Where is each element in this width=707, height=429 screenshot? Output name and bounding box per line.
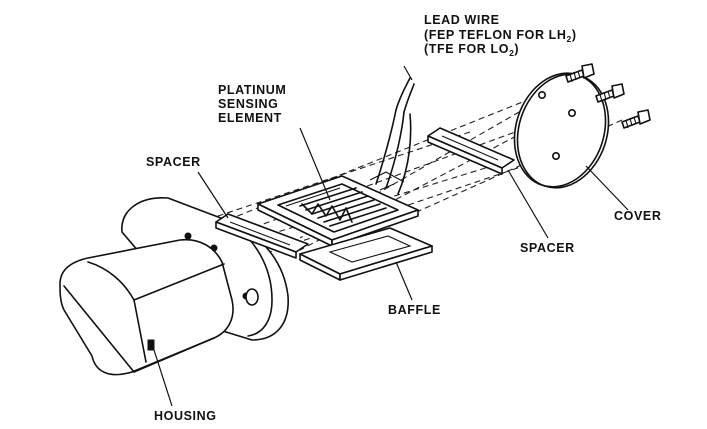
right-spacer-part xyxy=(427,127,515,175)
screw-top xyxy=(565,63,595,83)
lead-wire-note-lo2: (TFE FOR LO2) xyxy=(424,42,519,58)
platinum-label-line3: ELEMENT xyxy=(218,111,282,125)
spacer-right-label: SPACER xyxy=(520,241,575,255)
screw-middle xyxy=(595,83,625,103)
labels: LEAD WIRE (FEP TEFLON FOR LH2) (TFE FOR … xyxy=(146,13,661,423)
spacer-left-label: SPACER xyxy=(146,155,201,169)
housing-label: HOUSING xyxy=(154,409,217,423)
lead-wire-part xyxy=(369,77,415,195)
platinum-label-line1: PLATINUM xyxy=(218,83,286,97)
baffle-label: BAFFLE xyxy=(388,303,441,317)
cover-part xyxy=(513,72,610,189)
left-spacer-part xyxy=(215,213,309,259)
platinum-label-line2: SENSING xyxy=(218,97,278,111)
cover-label: COVER xyxy=(614,209,661,223)
lead-wire-label: LEAD WIRE xyxy=(424,13,500,27)
lead-wire-note-lh2: (FEP TEFLON FOR LH2) xyxy=(424,28,577,44)
screw-bottom xyxy=(621,109,651,129)
baffle-part xyxy=(299,227,433,281)
label-leader-lines xyxy=(153,65,629,407)
